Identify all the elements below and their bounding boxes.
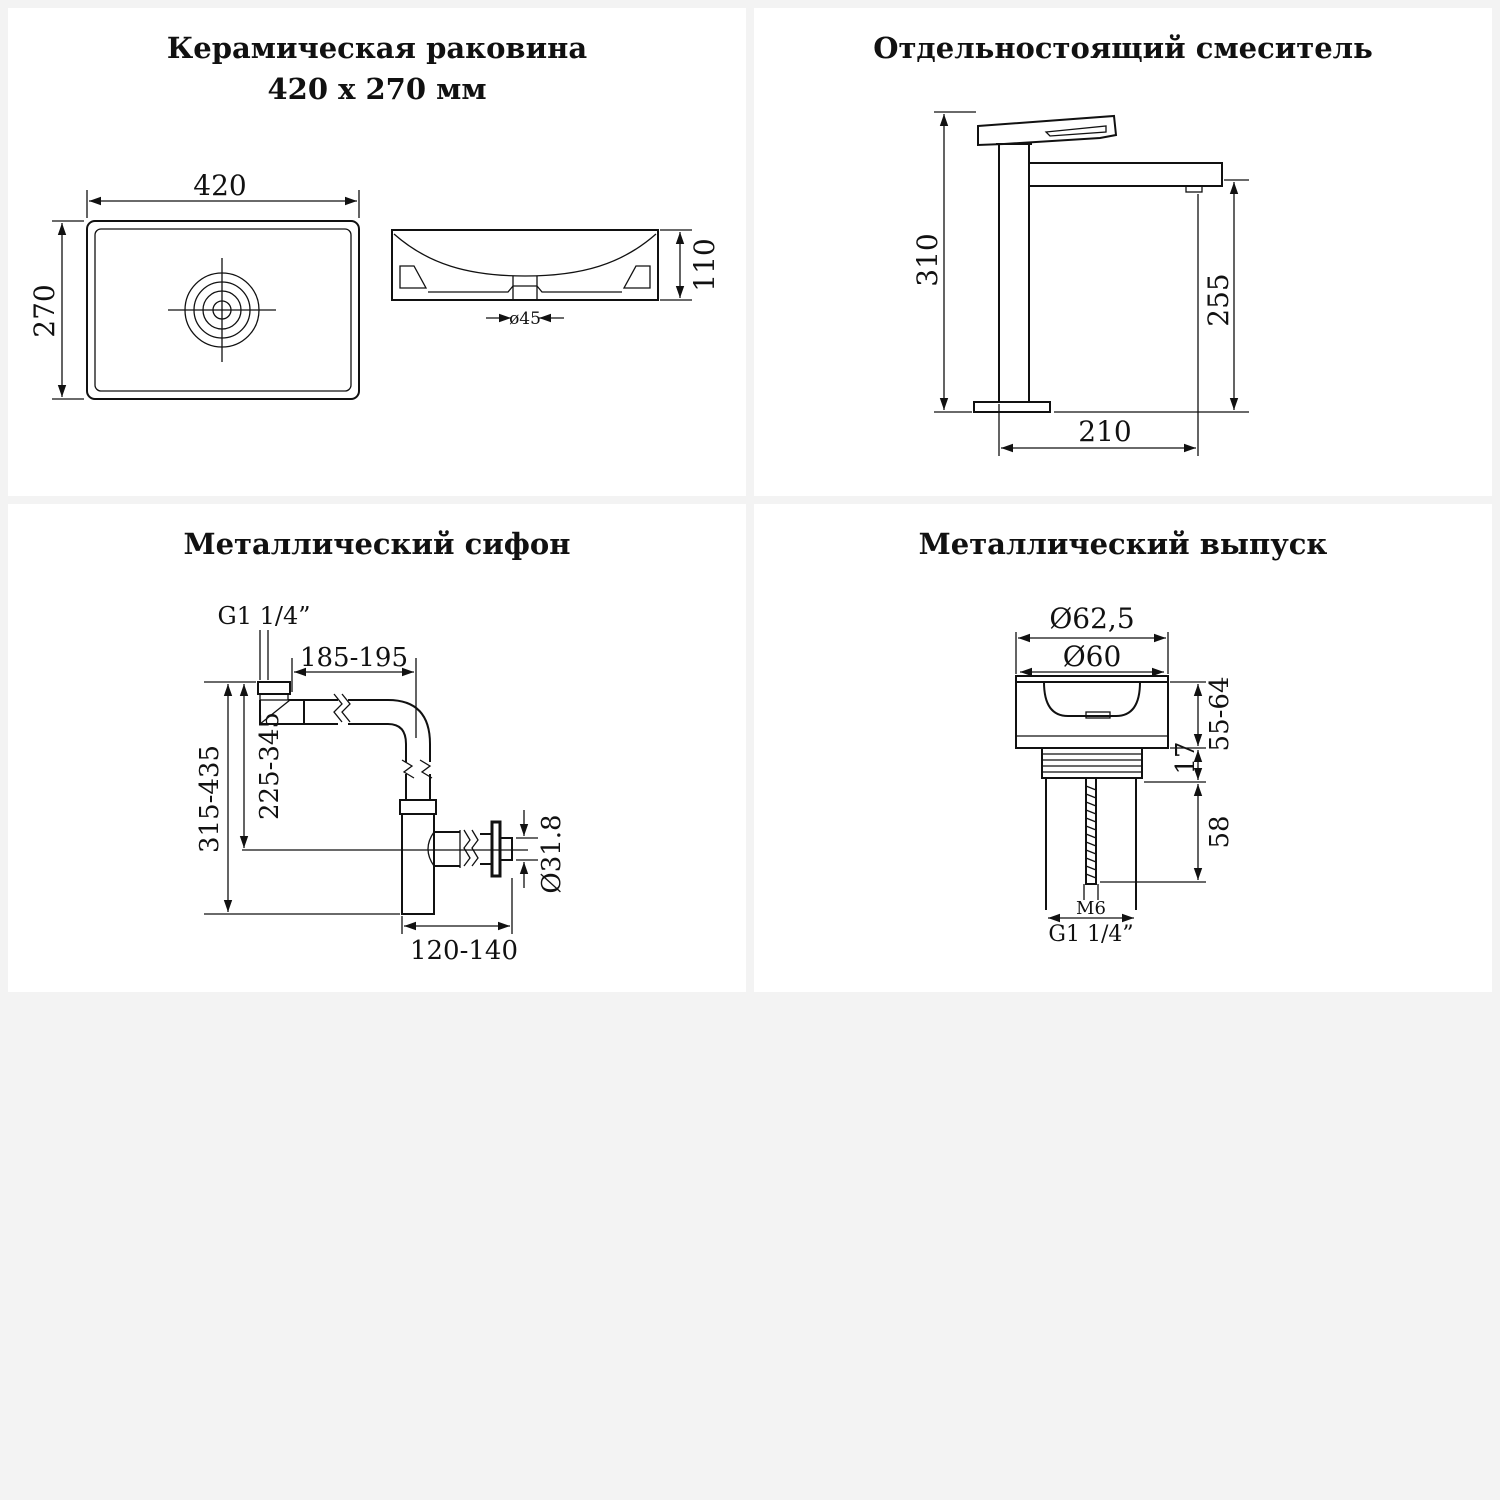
siphon-title: Металлический сифон xyxy=(183,527,571,561)
sink-height-label: 110 xyxy=(688,238,721,291)
siphon-length-label: 185-195 xyxy=(300,643,408,673)
siphon-outlet-depth-label: 120-140 xyxy=(410,936,518,966)
sink-drain-symbol xyxy=(168,258,276,362)
siphon-thread-label: G1 1/4” xyxy=(218,602,311,630)
siphon-inlet-height-label: 225-345 xyxy=(255,712,285,820)
drain-range-label: 55-64 xyxy=(1205,677,1235,752)
drain-thread-label: G1 1/4” xyxy=(1048,922,1133,947)
sink-top-inner-outline xyxy=(94,228,352,392)
mixer-panel: Отдельностоящий смеситель 310 255 210 xyxy=(754,8,1492,496)
sink-depth-label: 270 xyxy=(28,284,61,337)
drain-inner-diameter-label: Ø60 xyxy=(1063,640,1122,673)
drain-collar-label: 17 xyxy=(1171,741,1201,774)
siphon-total-height-label: 315-435 xyxy=(195,745,225,853)
drain-title: Металлический выпуск xyxy=(918,527,1328,561)
mixer-spout-height-label: 255 xyxy=(1202,273,1235,326)
sink-side-view xyxy=(391,229,659,301)
sink-title-line1: Керамическая раковина xyxy=(166,31,588,65)
mixer-title: Отдельностоящий смеситель xyxy=(873,31,1373,65)
sink-panel: Керамическая раковина 420 х 270 мм 420 2… xyxy=(8,8,746,496)
drain-drawing: Ø62,5 Ø60 55-64 17 58 M6 G1 1/4” xyxy=(1015,602,1235,947)
sink-drain-label: ø45 xyxy=(509,309,541,329)
sink-width-label: 420 xyxy=(193,169,246,202)
mixer-total-height-label: 310 xyxy=(911,233,944,286)
drain-thread-length-label: 58 xyxy=(1205,815,1235,848)
siphon-outline xyxy=(257,681,513,915)
drain-panel: Металлический выпуск xyxy=(754,504,1492,992)
siphon-drawing: G1 1/4” 185-195 315-435 225-345 Ø31.8 12… xyxy=(195,602,567,966)
sink-title-line2: 420 х 270 мм xyxy=(267,72,487,106)
sink-drawing: 420 270 110 ø45 xyxy=(28,169,721,400)
drain-bolt-label: M6 xyxy=(1076,898,1106,919)
siphon-panel: Металлический сифон xyxy=(8,504,746,992)
mixer-drawing: 310 255 210 xyxy=(911,111,1249,456)
mixer-spout-reach-label: 210 xyxy=(1078,415,1131,448)
sink-top-outline xyxy=(86,220,360,400)
mixer-outline xyxy=(973,114,1223,413)
siphon-outlet-diameter-label: Ø31.8 xyxy=(537,814,567,893)
drain-outer-diameter-label: Ø62,5 xyxy=(1049,602,1134,635)
drain-outline xyxy=(1015,675,1169,910)
